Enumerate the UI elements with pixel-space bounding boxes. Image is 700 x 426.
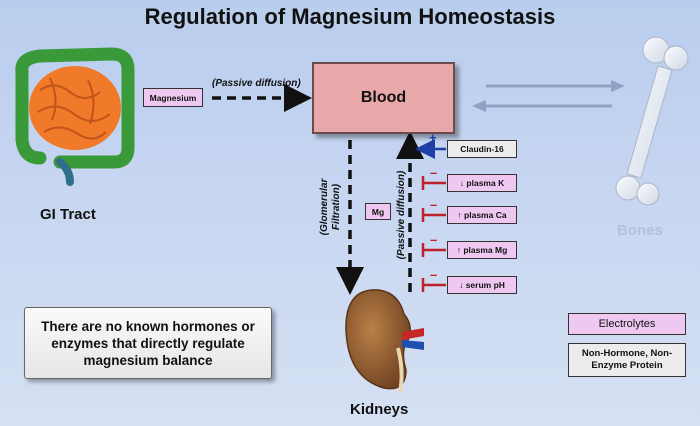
bone-icon	[615, 36, 689, 206]
passive-diffusion-kidney-label: (Passive diffusion)	[396, 170, 407, 260]
magnesium-box: Magnesium	[143, 88, 203, 107]
blood-box: Blood	[312, 62, 455, 134]
plasma-k-box: ↓ plasma K	[447, 174, 517, 192]
serum-ph-label: ↓ serum pH	[459, 280, 505, 290]
serum-ph-box: ↓ serum pH	[447, 276, 517, 294]
plasma-mg-box: ↑ plasma Mg	[447, 241, 517, 259]
gi-tract-icon	[15, 47, 135, 186]
plasma-ca-box: ↑ plasma Ca	[447, 206, 517, 224]
bones-label: Bones	[617, 222, 663, 239]
info-box: There are no known hormones or enzymes t…	[24, 307, 272, 379]
claudin-16-box: Claudin-16	[447, 140, 517, 158]
plasma-ca-minus-sign: –	[430, 197, 438, 212]
info-box-text: There are no known hormones or enzymes t…	[41, 318, 255, 368]
mg-label: Mg	[371, 206, 385, 217]
claudin-16-label: Claudin-16	[460, 144, 504, 154]
plasma-ca-label: ↑ plasma Ca	[457, 210, 507, 220]
kidneys-label: Kidneys	[350, 401, 409, 418]
blood-label: Blood	[360, 89, 407, 106]
claudin-plus-sign: +	[429, 130, 437, 145]
legend-electrolytes: Electrolytes	[568, 313, 686, 335]
kidney-icon	[345, 289, 424, 393]
mg-box: Mg	[365, 203, 391, 220]
glomerular-line-1: (Glomerular	[319, 178, 330, 236]
plasma-k-minus-sign: –	[430, 165, 438, 180]
plasma-k-label: ↓ plasma K	[459, 178, 505, 188]
legend-electrolytes-label: Electrolytes	[598, 318, 656, 330]
glomerular-line-2: Filtration)	[331, 183, 342, 231]
inhibition-lines	[421, 176, 446, 292]
plasma-mg-label: ↑ plasma Mg	[456, 245, 508, 255]
magnesium-label: Magnesium	[149, 92, 197, 103]
plasma-mg-minus-sign: –	[430, 232, 438, 247]
glomerular-filtration-label: (Glomerular Filtration)	[319, 167, 345, 247]
legend-non-hormone-label: Non-Hormone, Non-Enzyme Protein	[581, 348, 673, 371]
passive-diffusion-gi-label: (Passive diffusion)	[212, 78, 301, 89]
legend-non-hormone: Non-Hormone, Non-Enzyme Protein	[568, 343, 686, 377]
diagram-title: Regulation of Magnesium Homeostasis	[144, 4, 556, 29]
serum-ph-minus-sign: –	[430, 267, 438, 282]
gi-tract-label: GI Tract	[40, 206, 96, 223]
